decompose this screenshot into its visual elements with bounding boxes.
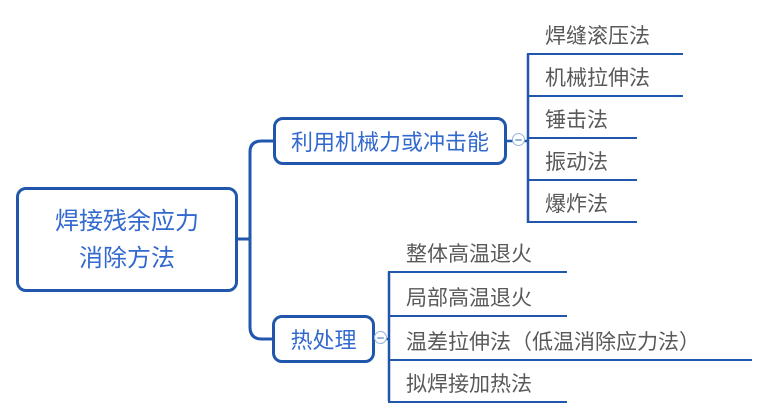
collapse-toggle-branch1[interactable] — [512, 133, 525, 146]
root-to-branches-connector — [238, 139, 273, 341]
minus-icon — [377, 336, 384, 339]
leaf-node-temp-diff-stretch[interactable]: 温差拉伸法（低温消除应力法） — [388, 327, 752, 361]
leaf-node-mechanical-stretch[interactable]: 机械拉伸法 — [527, 63, 683, 97]
branch-node-heat-treatment[interactable]: 热处理 — [272, 315, 375, 363]
root-topic-node[interactable]: 焊接残余应力 消除方法 — [16, 187, 238, 292]
leaf-node-vibration[interactable]: 振动法 — [527, 147, 637, 181]
branch-node-mechanical-force[interactable]: 利用机械力或冲击能 — [273, 117, 507, 165]
leaf-node-quasi-weld-heating[interactable]: 拟焊接加热法 — [388, 369, 567, 403]
collapse-toggle-branch2[interactable] — [374, 331, 387, 344]
minus-icon — [515, 138, 522, 141]
leaf-node-weld-rolling[interactable]: 焊缝滚压法 — [527, 21, 683, 55]
leaf-node-local-annealing[interactable]: 局部高温退火 — [388, 283, 567, 317]
leaf-node-hammering[interactable]: 锤击法 — [527, 105, 637, 139]
leaf-node-explosion[interactable]: 爆炸法 — [527, 189, 637, 223]
leaf-node-overall-annealing[interactable]: 整体高温退火 — [388, 239, 567, 273]
